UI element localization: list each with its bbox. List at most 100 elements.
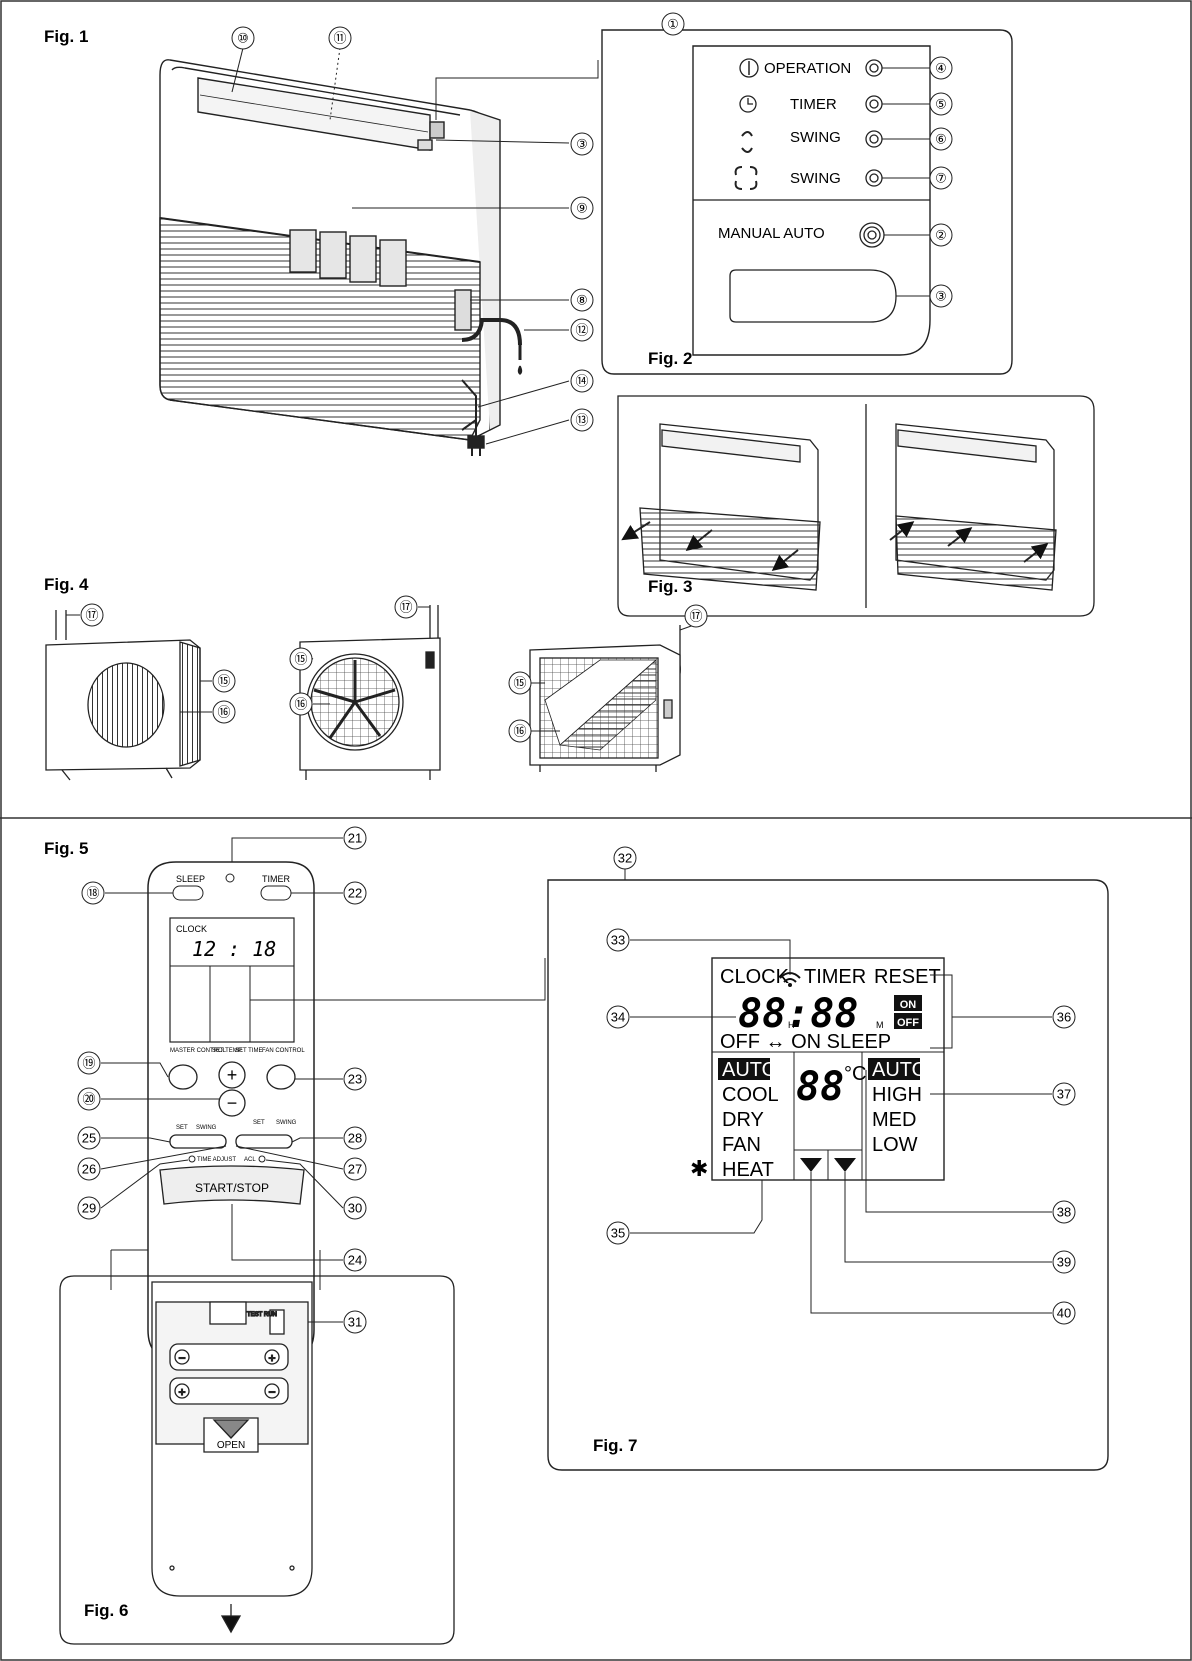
swing-h-label: SWING <box>790 170 841 187</box>
plus-sign: + <box>227 1065 238 1085</box>
callout-17c: ⑰ <box>689 609 702 624</box>
svg-text:+: + <box>178 1385 185 1399</box>
test-run-switch[interactable] <box>269 1309 285 1335</box>
lcd-m: M <box>876 1020 884 1030</box>
minus-sign: − <box>227 1093 238 1113</box>
callout-16b: ⑯ <box>294 697 307 712</box>
set-left-text: SET <box>176 1125 188 1131</box>
fig1-label: Fig. 1 <box>44 27 88 46</box>
fig7-lcd-display: CLOCK TIMER RESET 88:88 H M ON OFF OFF ↔… <box>547 879 1109 1471</box>
slide-down-arrow-icon <box>220 1604 242 1634</box>
callout-15a: ⑮ <box>217 674 230 689</box>
fig7-leaders <box>624 869 1052 1314</box>
set-temp-text: SET TEMP. <box>212 1048 243 1054</box>
lcd-timer: TIMER <box>804 966 866 988</box>
acl-text: ACL <box>244 1157 256 1163</box>
fig1-callout-numbers: ⑩ ⑪ ③ ⑨ ⑧ ⑫ ⑭ ⑬ <box>231 26 594 432</box>
callout-2: ② <box>935 228 947 243</box>
open-text: OPEN <box>217 1440 245 1451</box>
callout-38: 38 <box>1057 1205 1071 1220</box>
fig3-filter-operation <box>617 395 1095 617</box>
clock-icon <box>739 95 757 113</box>
callout-4: ④ <box>935 61 947 76</box>
test-run-text: TEST RUN <box>247 1312 277 1318</box>
callout-21: 21 <box>348 831 362 846</box>
callout-17b: ⑰ <box>399 600 412 615</box>
fig4-callout-numbers: ⑰ ⑮ ⑯ ⑮ ⑯ ⑰ ⑮ ⑯ ⑰ <box>80 595 708 743</box>
callout-7: ⑦ <box>935 171 947 186</box>
fan-control-text: FAN CONTROL <box>262 1048 305 1054</box>
fig5-remote-control: SLEEP TIMER CLOCK 12 : 18 MASTER CONTROL… <box>147 861 315 1361</box>
callout-30: 30 <box>348 1201 362 1216</box>
callout-35: 35 <box>611 1226 625 1241</box>
manual-auto-label: MANUAL AUTO <box>718 225 825 242</box>
lcd-on: ON <box>900 999 917 1011</box>
callout-28: 28 <box>348 1131 362 1146</box>
fan-control-button[interactable] <box>266 1064 296 1090</box>
acl-button[interactable] <box>258 1155 266 1163</box>
remote-clock-icon <box>225 873 235 883</box>
lcd-off: OFF <box>897 1017 919 1029</box>
swing-right-button[interactable] <box>235 1134 293 1149</box>
horizontal-swing-icon <box>734 166 758 190</box>
svg-text:+: + <box>268 1351 275 1365</box>
callout-33: 33 <box>611 933 625 948</box>
plus-button[interactable] <box>218 1061 246 1089</box>
callout-19: ⑲ <box>82 1056 95 1071</box>
callout-3b: ③ <box>935 289 947 304</box>
callout-16a: ⑯ <box>217 705 230 720</box>
callout-31: 31 <box>348 1315 362 1330</box>
fig6-battery-compartment: TEST RUN − + + − <box>59 1275 455 1645</box>
start-stop-text: START/STOP <box>195 1181 269 1195</box>
callout-6: ⑥ <box>935 132 947 147</box>
fig6-label: Fig. 6 <box>84 1601 128 1620</box>
lcd-h: H <box>788 1020 795 1030</box>
down-arrow-left-icon <box>800 1158 822 1172</box>
master-control-button[interactable] <box>168 1064 198 1090</box>
asterisk-icon: ✱ <box>690 1157 708 1182</box>
lcd-temp: 88 <box>796 1064 844 1110</box>
callout-13: ⑬ <box>575 413 588 428</box>
fig4-outdoor-units <box>45 605 681 781</box>
callout-17a: ⑰ <box>85 608 98 623</box>
callout-18: ⑱ <box>86 886 99 901</box>
callout-26: 26 <box>82 1162 96 1177</box>
receiver-window <box>729 269 897 323</box>
operation-label: OPERATION <box>764 60 851 77</box>
callout-5: ⑤ <box>935 97 947 112</box>
time-adjust-button[interactable] <box>188 1155 196 1163</box>
lcd-mode-fan: FAN <box>722 1134 761 1156</box>
callout-23: 23 <box>348 1072 362 1087</box>
callout-20: ⑳ <box>82 1092 95 1107</box>
callout-29: 29 <box>82 1201 96 1216</box>
lcd-fan-high: HIGH <box>872 1084 922 1106</box>
time-adjust-text: TIME ADJUST <box>197 1157 236 1163</box>
lcd-reset: RESET <box>874 966 941 988</box>
callout-27: 27 <box>348 1162 362 1177</box>
callout-34: 34 <box>611 1010 625 1025</box>
fig7-callout-numbers: 32 33 34 36 37 35 38 39 40 <box>606 846 1076 1325</box>
timer-text: TIMER <box>262 874 290 884</box>
callout-15b: ⑮ <box>294 652 307 667</box>
lcd-fan-med: MED <box>872 1109 916 1131</box>
lcd-mode-auto: AUTO <box>722 1059 777 1081</box>
callout-15c: ⑮ <box>513 676 526 691</box>
start-stop-button[interactable] <box>159 1165 305 1205</box>
fig7-label: Fig. 7 <box>593 1436 637 1455</box>
swing-left-button[interactable] <box>169 1134 227 1149</box>
lcd-fan-low: LOW <box>872 1134 918 1156</box>
callout-14: ⑭ <box>575 374 588 389</box>
fig2-control-panel: OPERATION TIMER SWING SWING MANUAL AUTO <box>601 29 1013 375</box>
fig2-callout-numbers: ① ④ ⑤ ⑥ ⑦ ② ③ <box>661 12 953 308</box>
callout-10: ⑩ <box>237 31 249 46</box>
timer-label: TIMER <box>790 96 837 113</box>
callout-16c: ⑯ <box>513 724 526 739</box>
fig5-label: Fig. 5 <box>44 839 88 858</box>
indoor-unit-illustration <box>159 59 523 456</box>
swing-v-label: SWING <box>790 129 841 146</box>
callout-12: ⑫ <box>575 323 588 338</box>
callout-3: ③ <box>576 137 588 152</box>
minus-button[interactable] <box>218 1089 246 1117</box>
